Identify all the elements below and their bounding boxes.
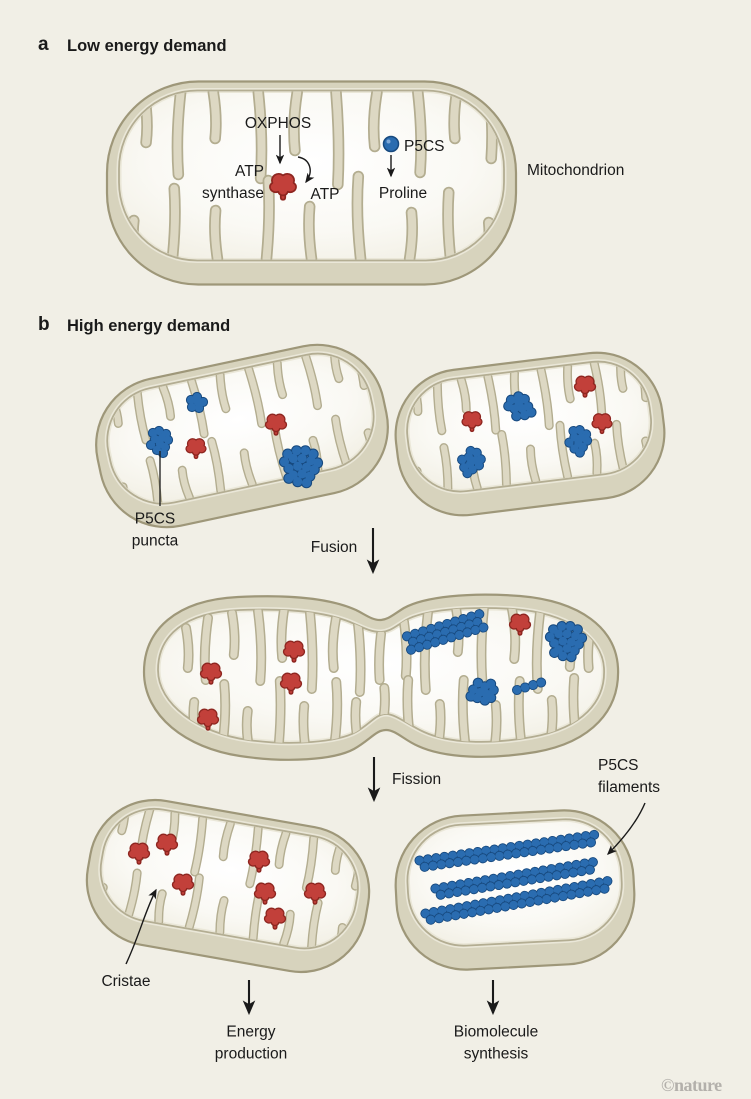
- p5cs-filament: [414, 829, 603, 873]
- p5cs-filament: [401, 608, 492, 655]
- p5cs-puncta-cluster: [465, 677, 499, 706]
- mitochondrion: [394, 351, 666, 517]
- atp-label: ATP: [310, 185, 340, 203]
- panel-a-letter: a: [38, 34, 49, 55]
- p5cs-filaments-line1: P5CS: [598, 757, 639, 774]
- p5cs-puncta-line2: puncta: [131, 533, 179, 550]
- p5cs-puncta-cluster: [544, 621, 588, 663]
- p5cs-puncta-cluster: [185, 391, 209, 414]
- atp-synthase-line1: ATP: [235, 163, 264, 180]
- proline-label: Proline: [378, 184, 428, 202]
- biomolecule-line2: synthesis: [463, 1046, 529, 1063]
- panel-a-title: Low energy demand: [67, 37, 227, 55]
- energy-production-label: Energy production: [215, 1022, 287, 1067]
- p5cs-label: P5CS: [404, 138, 445, 155]
- oxphos-label: OXPHOS: [244, 114, 312, 132]
- filaments-pointer-arrow: [607, 802, 646, 855]
- energy-line2: production: [214, 1046, 288, 1063]
- atp-curved-arrow: [297, 156, 315, 184]
- cristae-pointer-arrow: [125, 888, 157, 965]
- p5cs-puncta-cluster: [457, 445, 486, 479]
- p5cs-filament: [430, 856, 603, 901]
- p5cs-puncta-cluster: [564, 425, 593, 458]
- panel-b-letter: b: [38, 314, 50, 335]
- p5cs-filaments-label: P5CS filaments: [598, 755, 660, 800]
- p5cs-puncta-label: P5CS puncta: [132, 509, 179, 554]
- energy-line1: Energy: [226, 1023, 276, 1041]
- p5cs-puncta-cluster: [278, 445, 324, 489]
- fusion-label: Fusion: [310, 538, 358, 556]
- p5cs-filament: [420, 875, 617, 926]
- arrows: [125, 135, 646, 1016]
- p5cs-puncta-cluster: [145, 425, 174, 459]
- fused-mitochondrion: [142, 593, 620, 761]
- fission-label: Fission: [392, 771, 442, 788]
- mitochondrion: [85, 798, 371, 974]
- cristae-label: Cristae: [101, 972, 151, 990]
- p5cs-filaments-line2: filaments: [598, 779, 661, 797]
- biomolecule-synthesis-label: Biomolecule synthesis: [454, 1022, 538, 1067]
- p5cs-puncta-cluster: [503, 391, 537, 422]
- biomolecule-line1: Biomolecule: [453, 1023, 539, 1041]
- mitochondrion-label: Mitochondrion: [527, 162, 625, 179]
- nature-credit: ©nature: [661, 1075, 722, 1095]
- atp-synthase-line2: synthase: [201, 185, 264, 203]
- p5cs-dot-icon: [382, 135, 400, 153]
- p5cs-filament: [512, 676, 551, 695]
- p5cs-puncta-line1: P5CS: [134, 510, 176, 528]
- panel-b-title: High energy demand: [67, 317, 231, 335]
- cristae: [127, 91, 498, 260]
- atp-synthase-label: ATP synthase: [186, 161, 264, 206]
